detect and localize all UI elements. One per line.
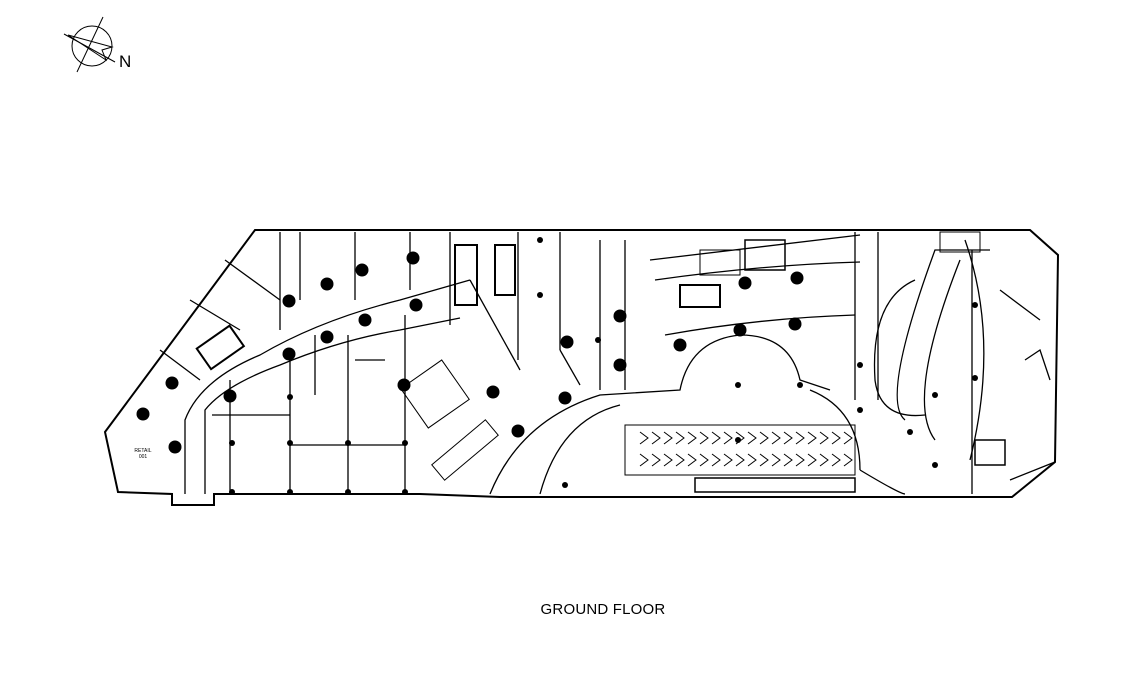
parking-bay-marking bbox=[699, 453, 709, 467]
column bbox=[223, 389, 237, 403]
column bbox=[932, 462, 938, 468]
parking-bay-marking bbox=[843, 453, 853, 467]
column bbox=[558, 391, 572, 405]
column bbox=[857, 362, 863, 368]
parking-bay-marking bbox=[819, 453, 829, 467]
parking-bay-marking bbox=[783, 431, 793, 445]
parking-bay-marking bbox=[639, 431, 649, 445]
column bbox=[402, 489, 408, 495]
column bbox=[790, 271, 804, 285]
parking-bay-marking bbox=[699, 431, 709, 445]
column bbox=[282, 347, 296, 361]
column bbox=[857, 407, 863, 413]
column bbox=[409, 298, 423, 312]
parking-bay-marking bbox=[795, 453, 805, 467]
column bbox=[797, 382, 803, 388]
column bbox=[673, 338, 687, 352]
parking-bay-marking bbox=[651, 431, 661, 445]
column bbox=[486, 385, 500, 399]
column bbox=[402, 440, 408, 446]
parking-bay-marking bbox=[759, 431, 769, 445]
parking-bay-marking bbox=[807, 453, 817, 467]
column bbox=[320, 330, 334, 344]
column bbox=[733, 323, 747, 337]
column bbox=[345, 440, 351, 446]
parking-bay-marking bbox=[771, 453, 781, 467]
north-arrow-icon bbox=[63, 16, 116, 73]
parking-bay-marking bbox=[819, 431, 829, 445]
north-label: N bbox=[119, 52, 132, 71]
column bbox=[229, 489, 235, 495]
column bbox=[735, 437, 741, 443]
column bbox=[345, 489, 351, 495]
column bbox=[287, 440, 293, 446]
column bbox=[560, 335, 574, 349]
column bbox=[287, 489, 293, 495]
column bbox=[287, 394, 293, 400]
room-number-retail: 001 bbox=[139, 454, 148, 460]
column bbox=[738, 276, 752, 290]
parking-bay-marking bbox=[711, 431, 721, 445]
column bbox=[613, 358, 627, 372]
column bbox=[511, 424, 525, 438]
column bbox=[907, 429, 913, 435]
column bbox=[397, 378, 411, 392]
column bbox=[358, 313, 372, 327]
column bbox=[537, 237, 543, 243]
parking-bay-marking bbox=[807, 431, 817, 445]
parking-bay-marking bbox=[747, 453, 757, 467]
parking-ramp bbox=[624, 424, 856, 493]
parking-bay-marking bbox=[675, 431, 685, 445]
parking-bay-marking bbox=[639, 453, 649, 467]
parking-bay-marking bbox=[795, 431, 805, 445]
parking-bay-marking bbox=[675, 453, 685, 467]
drawing-title: GROUND FLOOR bbox=[540, 601, 666, 618]
column bbox=[355, 263, 369, 277]
parking-bay-marking bbox=[687, 431, 697, 445]
parking-bay-marking bbox=[831, 431, 841, 445]
parking-bay-marking bbox=[663, 431, 673, 445]
parking-bay-marking bbox=[687, 453, 697, 467]
column bbox=[282, 294, 296, 308]
column bbox=[613, 309, 627, 323]
parking-bay-marking bbox=[651, 453, 661, 467]
parking-bay-marking bbox=[711, 453, 721, 467]
parking-bay-marking bbox=[759, 453, 769, 467]
column bbox=[136, 407, 150, 421]
column bbox=[788, 317, 802, 331]
parking-bay-marking bbox=[723, 431, 733, 445]
column bbox=[165, 376, 179, 390]
column bbox=[229, 440, 235, 446]
parking-bay-marking bbox=[831, 453, 841, 467]
column bbox=[972, 375, 978, 381]
room-label-retail: RETAIL bbox=[134, 448, 151, 454]
parking-bay-marking bbox=[771, 431, 781, 445]
parking-bay-marking bbox=[783, 453, 793, 467]
parking-bay-marking bbox=[843, 431, 853, 445]
structural-columns bbox=[136, 237, 978, 495]
column bbox=[320, 277, 334, 291]
column bbox=[595, 337, 601, 343]
column bbox=[735, 382, 741, 388]
parking-bay-marking bbox=[723, 453, 733, 467]
parking-bay-marking bbox=[663, 453, 673, 467]
stairs bbox=[195, 231, 1006, 481]
column bbox=[537, 292, 543, 298]
column bbox=[168, 440, 182, 454]
column bbox=[562, 482, 568, 488]
parking-bay-marking bbox=[735, 453, 745, 467]
column bbox=[972, 302, 978, 308]
building-outline bbox=[103, 229, 1060, 506]
column bbox=[932, 392, 938, 398]
interior-walls bbox=[159, 232, 1056, 495]
column bbox=[406, 251, 420, 265]
parking-bay-marking bbox=[747, 431, 757, 445]
